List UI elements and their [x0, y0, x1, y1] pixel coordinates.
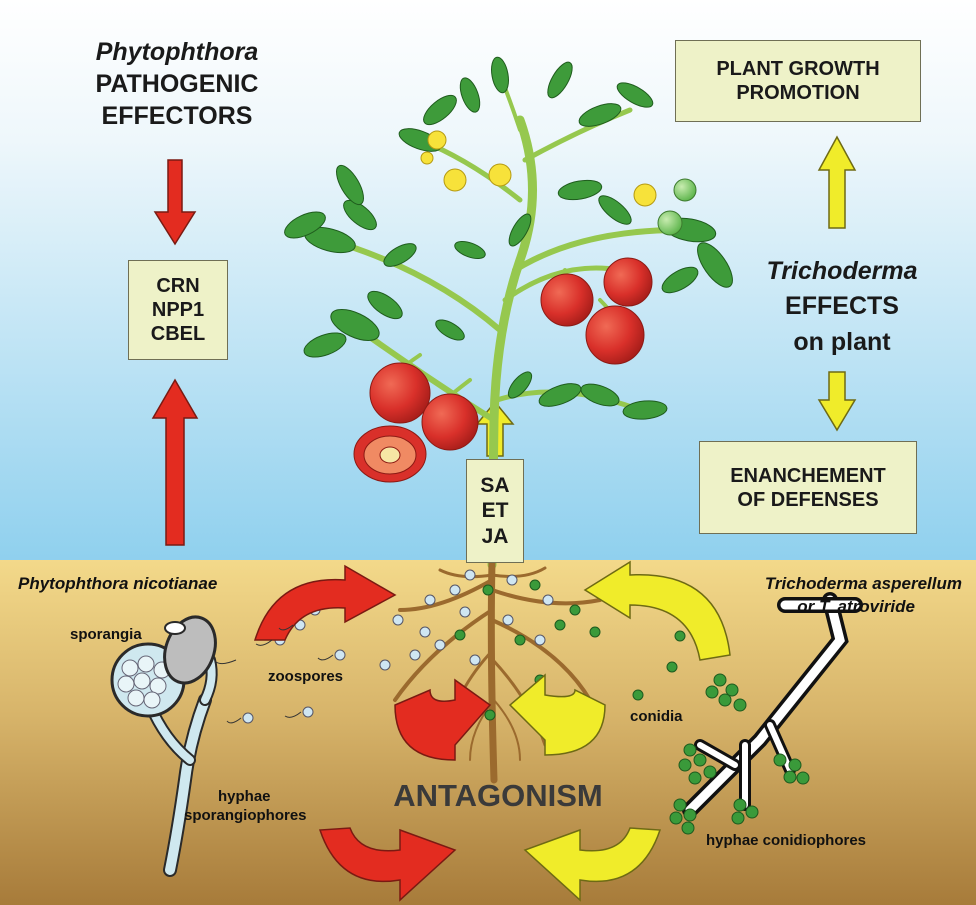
pathogen-effectors-title-line3: EFFECTORS [101, 102, 253, 130]
red-up-arrow [151, 378, 199, 546]
effectors-box: CRN NPP1 CBEL [128, 260, 228, 360]
trichoderma-species-label-line1: Trichoderma asperellum [764, 574, 962, 593]
effector-crn: CRN [156, 275, 200, 297]
yellow-up-arrow [817, 135, 857, 229]
hormone-sa: SA [480, 474, 510, 498]
sporangiophores-label: sporangiophores [184, 807, 307, 824]
hormones-box: SA ET JA [466, 459, 524, 563]
effector-npp1: NPP1 [151, 299, 205, 321]
plant-flowers [420, 130, 657, 207]
green-tomatoes [657, 178, 697, 236]
trichoderma-structure [669, 592, 863, 835]
defense-box: ENANCHEMENT OF DEFENSES [699, 441, 917, 534]
antagonism-label: ANTAGONISM [393, 778, 603, 813]
plant-leaves [284, 56, 733, 420]
phytophthora-structure [110, 615, 218, 877]
trichoderma-species-label-line2: or T. atroviride [797, 597, 915, 616]
yellow-down-arrow [817, 371, 857, 432]
red-down-arrow [153, 159, 197, 246]
red-curved-arrows [253, 564, 492, 902]
plant-growth-line1: PLANT GROWTH [716, 58, 880, 80]
sporangia-label: sporangia [70, 626, 142, 643]
zoospores-label: zoospores [268, 668, 344, 685]
trichoderma-effects-title-line3: on plant [793, 328, 891, 356]
hormone-et: ET [481, 499, 509, 523]
pathogen-effectors-title-italic: Phytophthora [95, 38, 259, 66]
pathogen-species-label: Phytophthora nicotianae [18, 574, 218, 593]
defense-line2: OF DEFENSES [737, 488, 879, 511]
hyphae-label: hyphae [218, 788, 271, 805]
effector-cbel: CBEL [150, 323, 206, 345]
red-tomatoes [353, 257, 653, 483]
hormone-ja: JA [481, 524, 509, 548]
plant-growth-box: PLANT GROWTH PROMOTION [675, 40, 921, 122]
plant-growth-line2: PROMOTION [736, 82, 860, 104]
zoospore-tails [215, 624, 334, 724]
zoospores-cluster [242, 569, 554, 724]
trichoderma-effects-title-line2: EFFECTS [785, 292, 899, 320]
trichoderma-effects-title-italic: Trichoderma [766, 257, 918, 285]
yellow-curved-arrows [508, 560, 731, 902]
hyphae-conidiophores-label: hyphae conidiophores [706, 832, 867, 849]
defense-line1: ENANCHEMENT [730, 464, 886, 487]
pathogen-effectors-title-line2: PATHOGENIC [95, 70, 259, 98]
conidia-label: conidia [630, 708, 683, 725]
